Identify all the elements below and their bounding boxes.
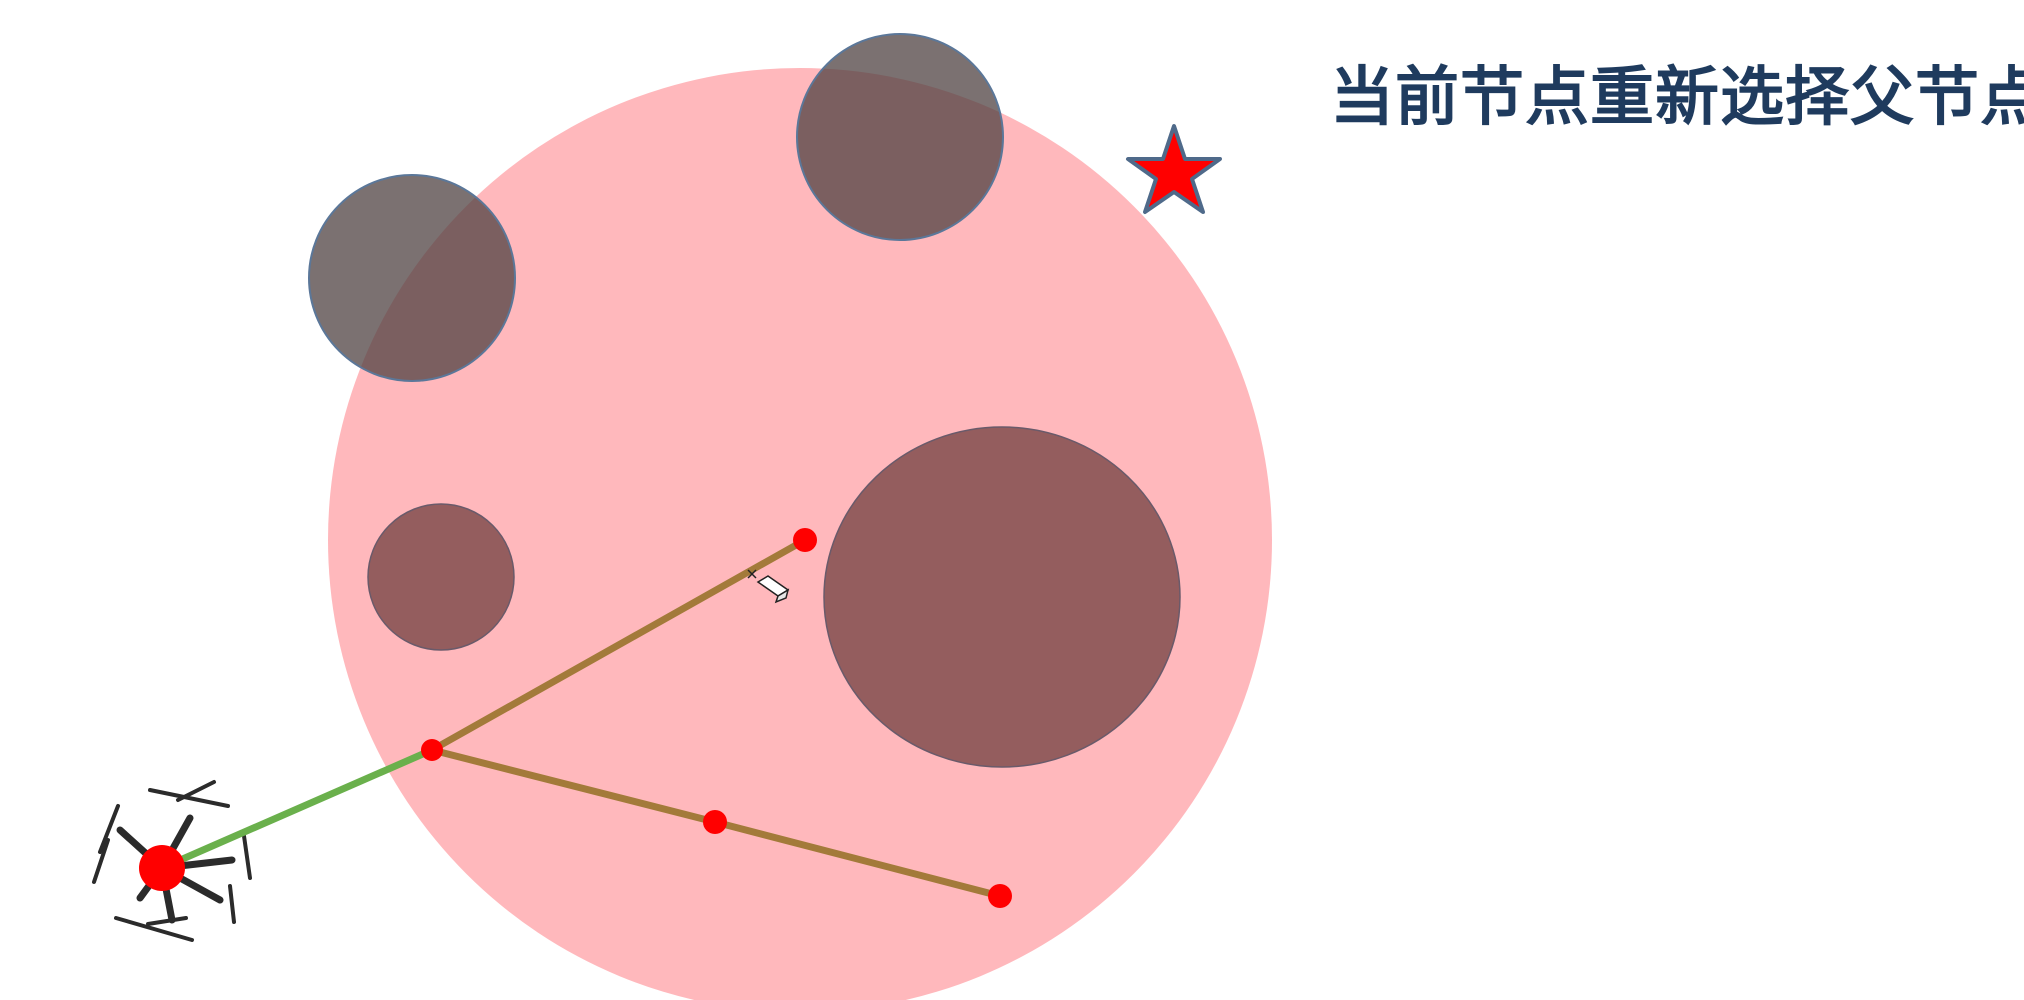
goal-star-icon [1126, 124, 1222, 214]
tree-edge-branch-to-upper [428, 536, 809, 754]
obstacle-top-left [308, 174, 516, 382]
drone-icon [92, 780, 252, 942]
slide-title: 当前节点重新选择父节点 [1330, 61, 2024, 135]
lower-node [988, 884, 1012, 908]
start-node [139, 845, 185, 891]
obstacle-large-right [823, 426, 1181, 768]
eraser-cursor-icon [747, 569, 790, 604]
path-edge-start-to-branch [158, 746, 436, 872]
branch-node [421, 739, 443, 761]
middle-node [703, 810, 727, 834]
tree-edge-branch-to-middle [428, 746, 719, 826]
tree-edge-middle-to-lower [711, 818, 1004, 900]
upper-node [793, 528, 817, 552]
obstacle-top-center [796, 33, 1004, 241]
obstacle-small-left [367, 503, 515, 651]
